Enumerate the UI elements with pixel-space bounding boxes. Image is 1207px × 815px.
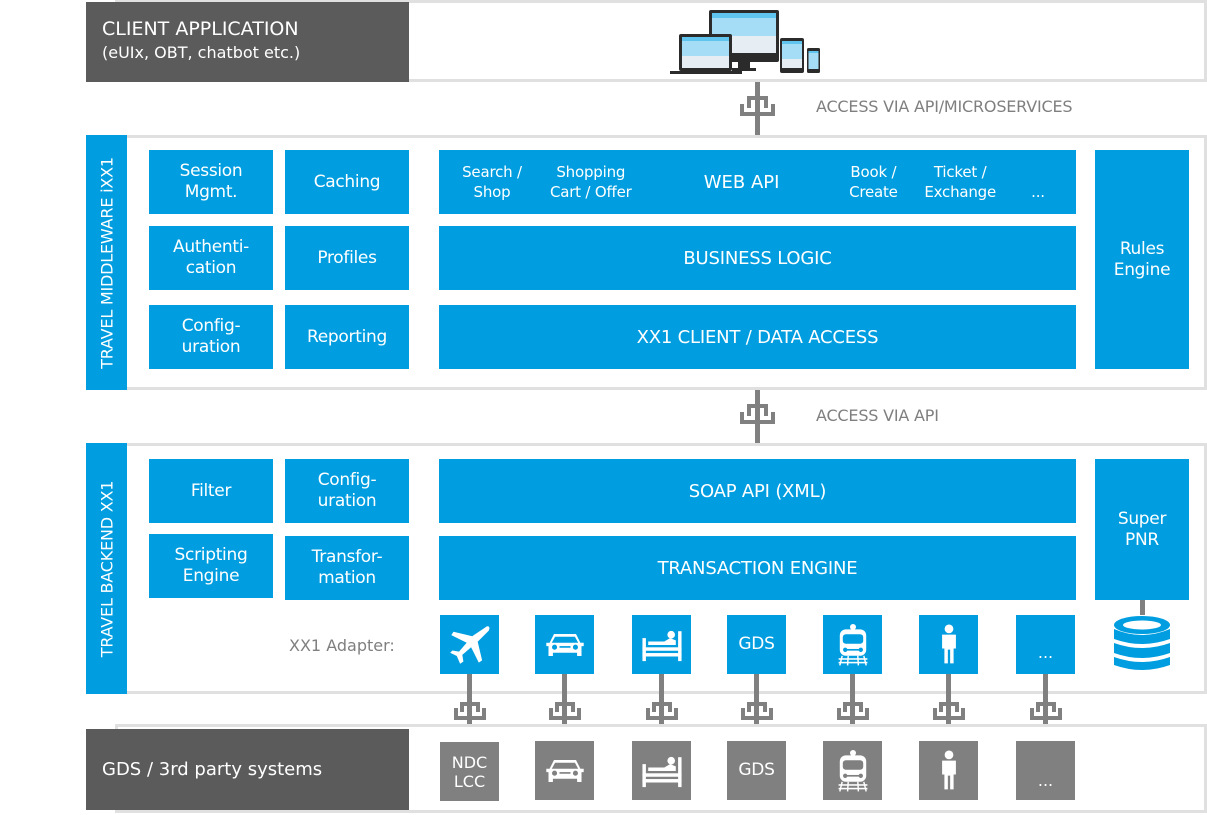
adapter-air[interactable] — [440, 615, 499, 674]
backend-side-label: TRAVEL BACKEND XX1 — [97, 480, 116, 657]
module-backend-configuration[interactable]: Config-uration — [285, 459, 409, 523]
database-icon — [1112, 613, 1172, 677]
client-application-box[interactable]: CLIENT APPLICATION (eUIx, OBT, chatbot e… — [86, 2, 409, 82]
hotel-bed-icon — [639, 748, 685, 794]
system-more[interactable]: ... — [1016, 741, 1075, 800]
module-caching[interactable]: Caching — [285, 150, 409, 214]
module-profiles[interactable]: Profiles — [285, 226, 409, 290]
web-api-book-create[interactable]: Book /Create — [849, 163, 898, 201]
super-pnr-db-wire — [1140, 600, 1145, 615]
middleware-side-label: TRAVEL MIDDLEWARE iXX1 — [97, 156, 116, 369]
module-filter[interactable]: Filter — [149, 459, 273, 523]
car-icon — [543, 749, 587, 793]
adapter-connector-icon — [644, 674, 680, 742]
module-transformation[interactable]: Transfor-mation — [285, 536, 409, 600]
car-icon — [543, 623, 587, 667]
person-icon — [926, 748, 972, 794]
train-icon — [829, 747, 877, 795]
devices-icon — [668, 8, 828, 74]
adapter-connector-icon — [931, 674, 967, 742]
adapter-connector-icon — [547, 674, 583, 742]
module-authentication[interactable]: Authenti-cation — [149, 226, 273, 290]
api-connector-icon — [739, 82, 775, 135]
api-connector-icon — [739, 390, 775, 443]
system-gds[interactable]: GDS — [727, 741, 786, 800]
access-via-api-label: ACCESS VIA API — [816, 406, 939, 425]
adapter-gds[interactable]: GDS — [727, 615, 786, 674]
system-car[interactable] — [535, 741, 594, 800]
system-rail[interactable] — [823, 741, 882, 800]
middleware-side-label-bar: TRAVEL MIDDLEWARE iXX1 — [86, 135, 127, 390]
adapter-car[interactable] — [535, 615, 594, 674]
client-application-title: CLIENT APPLICATION — [102, 18, 299, 40]
web-api-title: WEB API — [703, 171, 780, 193]
adapter-label: XX1 Adapter: — [289, 636, 395, 655]
business-logic-bar[interactable]: BUSINESS LOGIC — [439, 226, 1076, 290]
data-access-bar[interactable]: XX1 CLIENT / DATA ACCESS — [439, 305, 1076, 369]
adapter-connector-icon — [452, 674, 488, 742]
client-application-subtitle: (eUIx, OBT, chatbot etc.) — [102, 43, 301, 62]
person-icon — [926, 622, 972, 668]
adapter-connector-icon — [739, 674, 775, 742]
access-via-microservices-label: ACCESS VIA API/MICROSERVICES — [816, 97, 1073, 116]
adapter-person[interactable] — [919, 615, 978, 674]
system-person[interactable] — [919, 741, 978, 800]
web-api-ticket-exchange[interactable]: Ticket /Exchange — [924, 163, 997, 201]
adapter-connector-icon — [835, 674, 871, 742]
web-api-more[interactable]: ... — [1031, 183, 1045, 201]
backend-side-label-bar: TRAVEL BACKEND XX1 — [86, 443, 127, 694]
adapter-more[interactable]: ... — [1016, 615, 1075, 674]
web-api-search-shop[interactable]: Search /Shop — [462, 163, 522, 201]
transaction-engine-bar[interactable]: TRANSACTION ENGINE — [439, 536, 1076, 600]
adapter-connector-icon — [1028, 674, 1064, 742]
airplane-icon — [448, 623, 492, 667]
adapter-hotel[interactable] — [632, 615, 691, 674]
system-hotel[interactable] — [632, 741, 691, 800]
train-icon — [829, 621, 877, 669]
hotel-bed-icon — [639, 622, 685, 668]
module-reporting[interactable]: Reporting — [285, 305, 409, 369]
third-party-box[interactable]: GDS / 3rd party systems — [86, 729, 409, 810]
soap-api-bar[interactable]: SOAP API (XML) — [439, 459, 1076, 523]
adapter-rail[interactable] — [823, 615, 882, 674]
module-configuration[interactable]: Config-uration — [149, 305, 273, 369]
third-party-title: GDS / 3rd party systems — [102, 759, 323, 780]
